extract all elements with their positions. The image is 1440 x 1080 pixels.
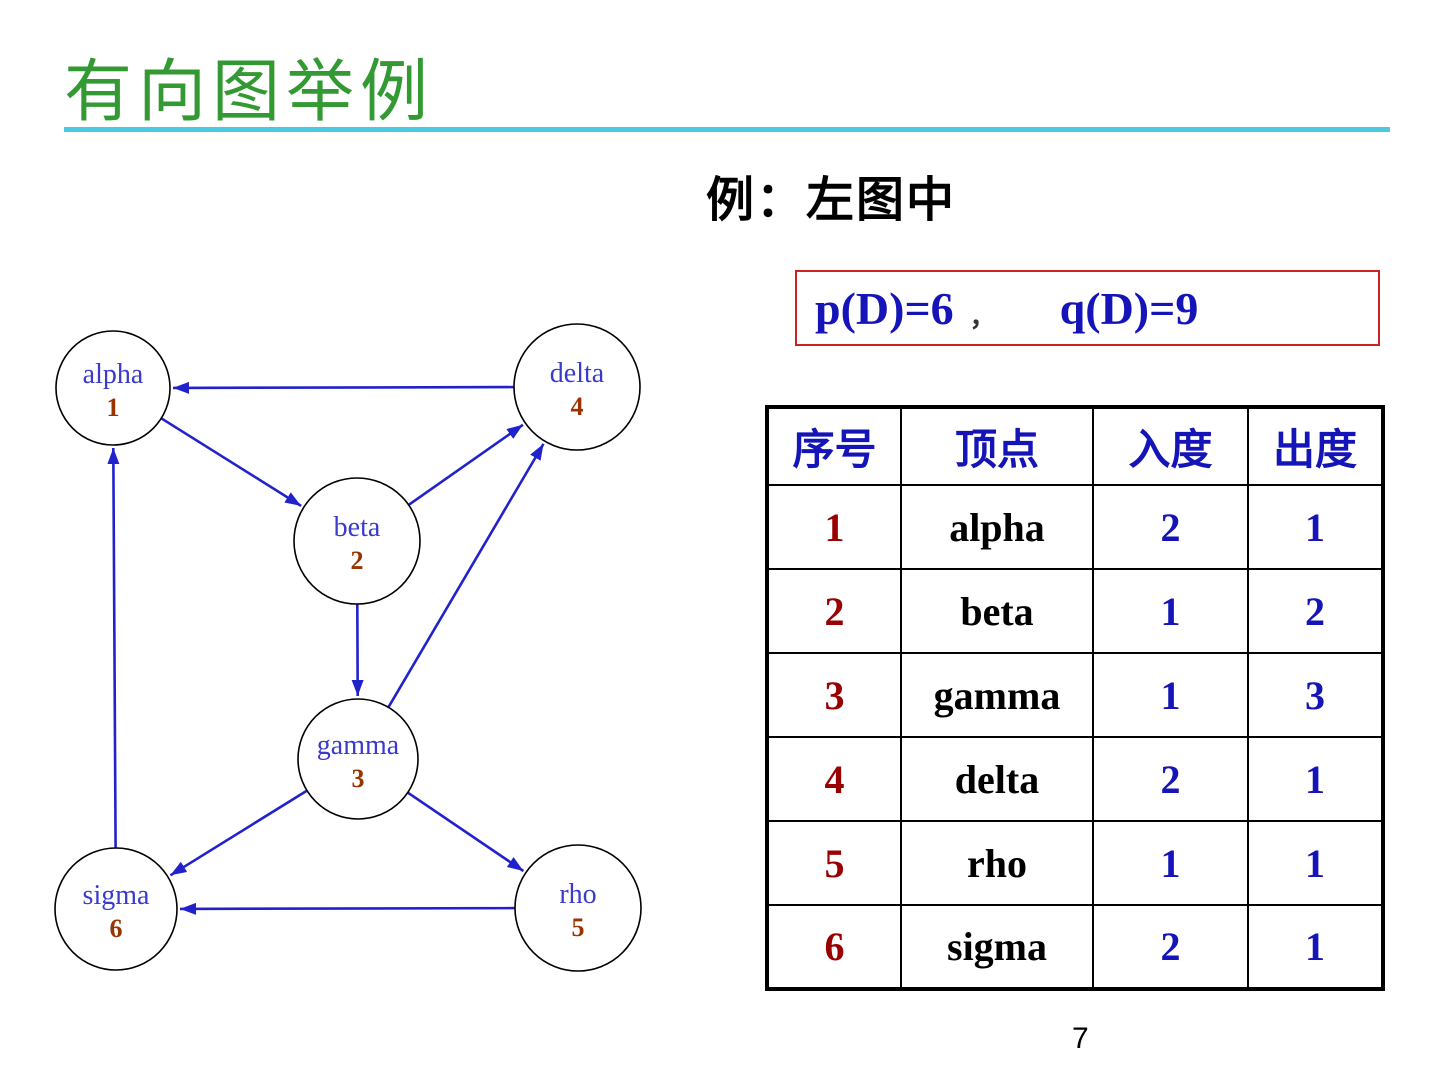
node-circle	[514, 844, 642, 972]
page-number: 7	[1072, 1022, 1089, 1055]
node-circle	[54, 847, 178, 971]
node-circle	[297, 698, 419, 820]
formula-comma: ，	[969, 302, 996, 332]
edge-beta-delta	[407, 423, 524, 506]
node-label: sigma	[83, 880, 150, 911]
edge-sigma-alpha	[107, 447, 120, 849]
formula-q: q(D)=9	[1059, 282, 1199, 334]
node-label: delta	[550, 358, 605, 389]
in-degree: 1	[1092, 820, 1249, 906]
out-degree: 3	[1247, 652, 1384, 738]
vertex-name: rho	[900, 820, 1094, 906]
row-number: 6	[766, 904, 902, 990]
out-degree: 2	[1247, 568, 1384, 654]
table-header-row: 序号顶点入度出度	[766, 406, 1384, 486]
node-label: rho	[559, 879, 596, 910]
out-degree: 1	[1247, 904, 1384, 990]
graph-node-delta: delta 4	[513, 323, 641, 451]
vertex-name: gamma	[900, 652, 1094, 738]
graph-node-gamma: gamma 3	[297, 698, 419, 820]
node-number: 2	[351, 546, 364, 575]
title-underline	[64, 127, 1390, 132]
node-label: beta	[334, 512, 381, 543]
edge-gamma-delta	[387, 443, 545, 708]
slide-title: 有向图举例	[64, 54, 435, 130]
graph-node-alpha: alpha 1	[55, 330, 171, 446]
edge-delta-alpha	[172, 381, 515, 394]
table-header-2: 入度	[1092, 406, 1249, 486]
vertex-name: beta	[900, 568, 1094, 654]
in-degree: 1	[1092, 568, 1249, 654]
node-circle	[513, 323, 641, 451]
graph-node-rho: rho 5	[514, 844, 642, 972]
in-degree: 2	[1092, 904, 1249, 990]
formula-box: p(D)=6 ， q(D)=9	[795, 270, 1380, 346]
edge-gamma-sigma	[169, 789, 308, 877]
graph-node-beta: beta 2	[293, 477, 421, 605]
vertex-name: sigma	[900, 904, 1094, 990]
in-degree: 2	[1092, 484, 1249, 570]
row-number: 1	[766, 484, 902, 570]
out-degree: 1	[1247, 736, 1384, 822]
row-number: 3	[766, 652, 902, 738]
row-number: 2	[766, 568, 902, 654]
node-number: 1	[107, 393, 120, 422]
vertex-name: alpha	[900, 484, 1094, 570]
edge-rho-sigma	[179, 902, 516, 915]
node-number: 6	[110, 914, 123, 943]
node-label: alpha	[83, 359, 144, 390]
formula-p: p(D)=6	[815, 282, 954, 334]
node-label: gamma	[317, 730, 400, 761]
example-heading: 例：左图中	[706, 174, 957, 227]
node-circle	[55, 330, 171, 446]
node-number: 4	[571, 392, 584, 421]
edge-gamma-rho	[406, 791, 525, 873]
node-circle	[293, 477, 421, 605]
row-number: 5	[766, 820, 902, 906]
row-number: 4	[766, 736, 902, 822]
graph-node-sigma: sigma 6	[54, 847, 178, 971]
node-number: 3	[352, 764, 365, 793]
edge-alpha-beta	[160, 417, 302, 508]
directed-graph-diagram: alpha 1 beta 2 gamma 3 delta 4 rho 5 sigma 6	[54, 323, 642, 972]
out-degree: 1	[1247, 484, 1384, 570]
table-header-0: 序号	[766, 406, 902, 486]
vertex-name: delta	[900, 736, 1094, 822]
in-degree: 2	[1092, 736, 1249, 822]
table-header-3: 出度	[1247, 406, 1384, 486]
in-degree: 1	[1092, 652, 1249, 738]
node-number: 5	[572, 913, 585, 942]
out-degree: 1	[1247, 820, 1384, 906]
table-header-1: 顶点	[900, 406, 1094, 486]
